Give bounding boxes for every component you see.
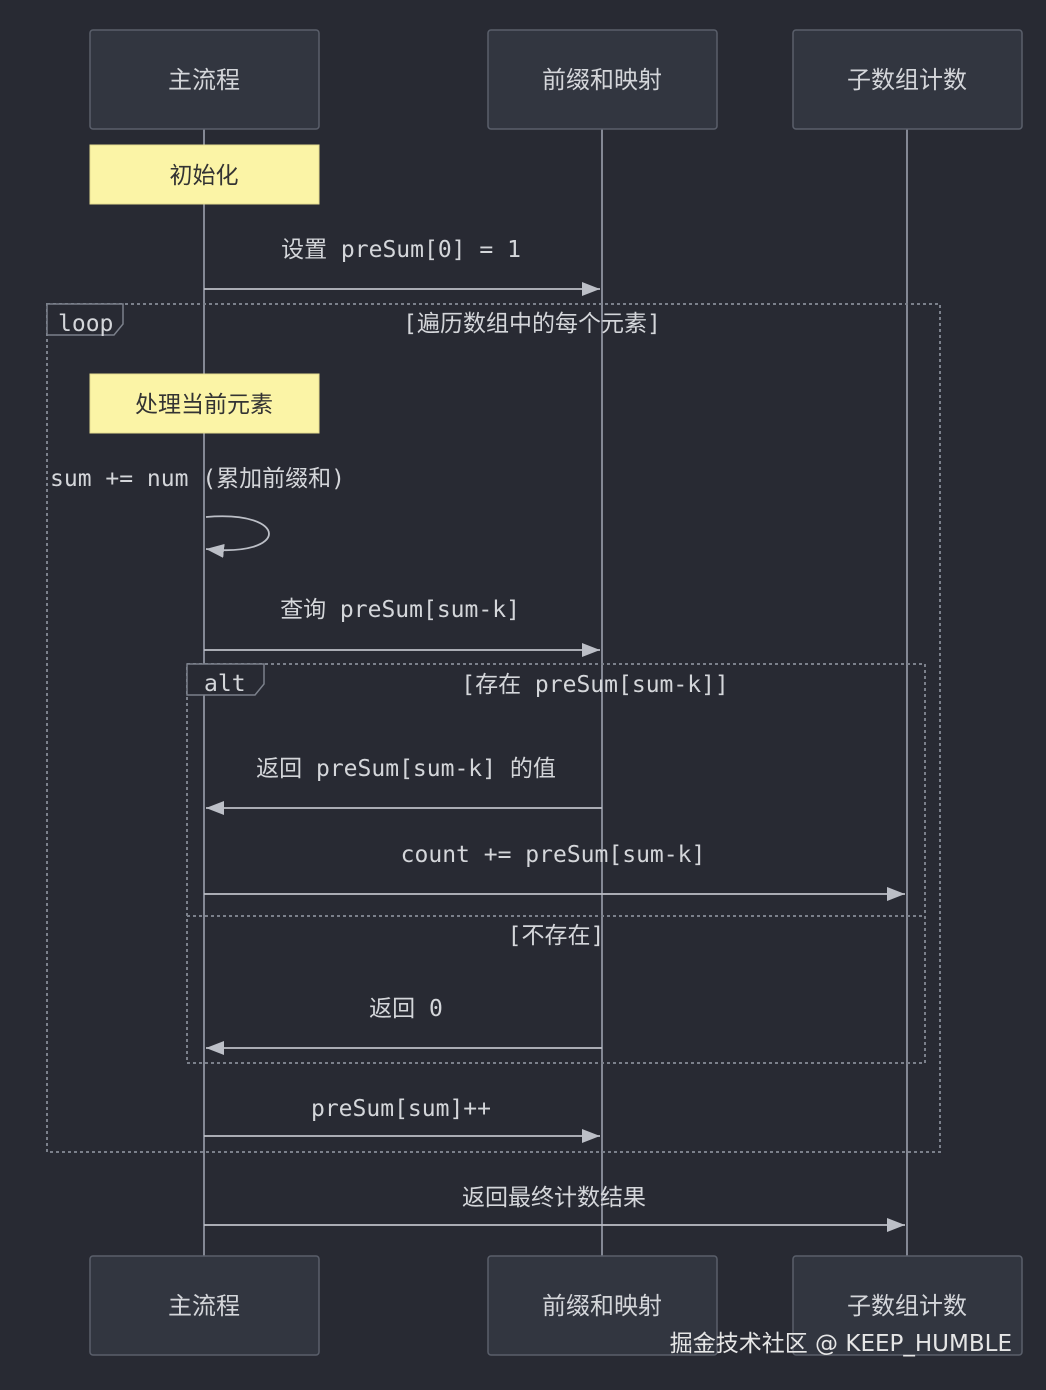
- alt-else-condition: [不存在]: [508, 923, 605, 949]
- message-set-presum0: 设置 preSum[0] = 1: [204, 237, 600, 296]
- note-text: 初始化: [170, 163, 239, 189]
- actor-label: 前缀和映射: [542, 1292, 662, 1320]
- message-label: 查询 preSum[sum-k]: [280, 597, 520, 623]
- note-process-element: 处理当前元素: [89, 373, 320, 434]
- actor-subarray-count-top: 子数组计数: [792, 29, 1023, 130]
- self-message-arrow: [205, 515, 270, 558]
- loop-frame-label: loop: [58, 311, 113, 337]
- actor-box: [89, 29, 320, 130]
- loop-frame: loop [遍历数组中的每个元素]: [46, 303, 941, 1153]
- message-label: sum += num (累加前缀和): [50, 466, 345, 492]
- actor-presum-map-top: 前缀和映射: [487, 29, 718, 130]
- actor-main-top: 主流程: [89, 29, 320, 130]
- actor-label: 主流程: [168, 66, 240, 94]
- message-label: 返回 0: [369, 996, 443, 1022]
- alt-frame-tab: [186, 663, 265, 696]
- actor-box: [89, 1255, 320, 1356]
- message-return-final: 返回最终计数结果: [204, 1185, 905, 1232]
- actor-subarray-count-bottom: 子数组计数: [792, 1255, 1023, 1356]
- message-label: preSum[sum]++: [311, 1096, 491, 1122]
- message-label: 返回 preSum[sum-k] 的值: [256, 756, 556, 782]
- alt-frame-label: alt: [204, 671, 246, 697]
- actor-label: 主流程: [168, 1292, 240, 1320]
- actor-label: 前缀和映射: [542, 66, 662, 94]
- watermark: 掘金技术社区 @ KEEP_HUMBLE: [670, 1331, 1012, 1357]
- message-label: count += preSum[sum-k]: [401, 842, 706, 868]
- actor-box: [487, 29, 718, 130]
- message-query: 查询 preSum[sum-k]: [204, 597, 600, 657]
- message-count-add: count += preSum[sum-k]: [204, 842, 905, 901]
- loop-frame-condition: [遍历数组中的每个元素]: [403, 311, 661, 337]
- actor-box: [792, 1255, 1023, 1356]
- message-return-value: 返回 preSum[sum-k] 的值: [206, 756, 602, 815]
- note-text: 处理当前元素: [135, 392, 273, 418]
- message-return-zero: 返回 0: [206, 996, 602, 1055]
- actor-box: [487, 1255, 718, 1356]
- actor-presum-map-bottom: 前缀和映射: [487, 1255, 718, 1356]
- actor-label: 子数组计数: [847, 1292, 967, 1320]
- actor-label: 子数组计数: [847, 66, 967, 94]
- actor-main-bottom: 主流程: [89, 1255, 320, 1356]
- note-box: [89, 144, 320, 205]
- message-accumulate: sum += num (累加前缀和): [50, 466, 345, 558]
- loop-frame-border: [46, 303, 941, 1153]
- loop-frame-tab: [46, 303, 124, 336]
- alt-frame: alt [存在 preSum[sum-k]] [不存在]: [186, 663, 926, 1064]
- note-box: [89, 373, 320, 434]
- actor-box: [792, 29, 1023, 130]
- note-init: 初始化: [89, 144, 320, 205]
- alt-frame-border: [186, 663, 926, 1064]
- message-label: 返回最终计数结果: [462, 1185, 646, 1211]
- message-increment: preSum[sum]++: [204, 1096, 600, 1143]
- message-label: 设置 preSum[0] = 1: [281, 237, 521, 263]
- alt-frame-condition: [存在 preSum[sum-k]]: [461, 672, 729, 698]
